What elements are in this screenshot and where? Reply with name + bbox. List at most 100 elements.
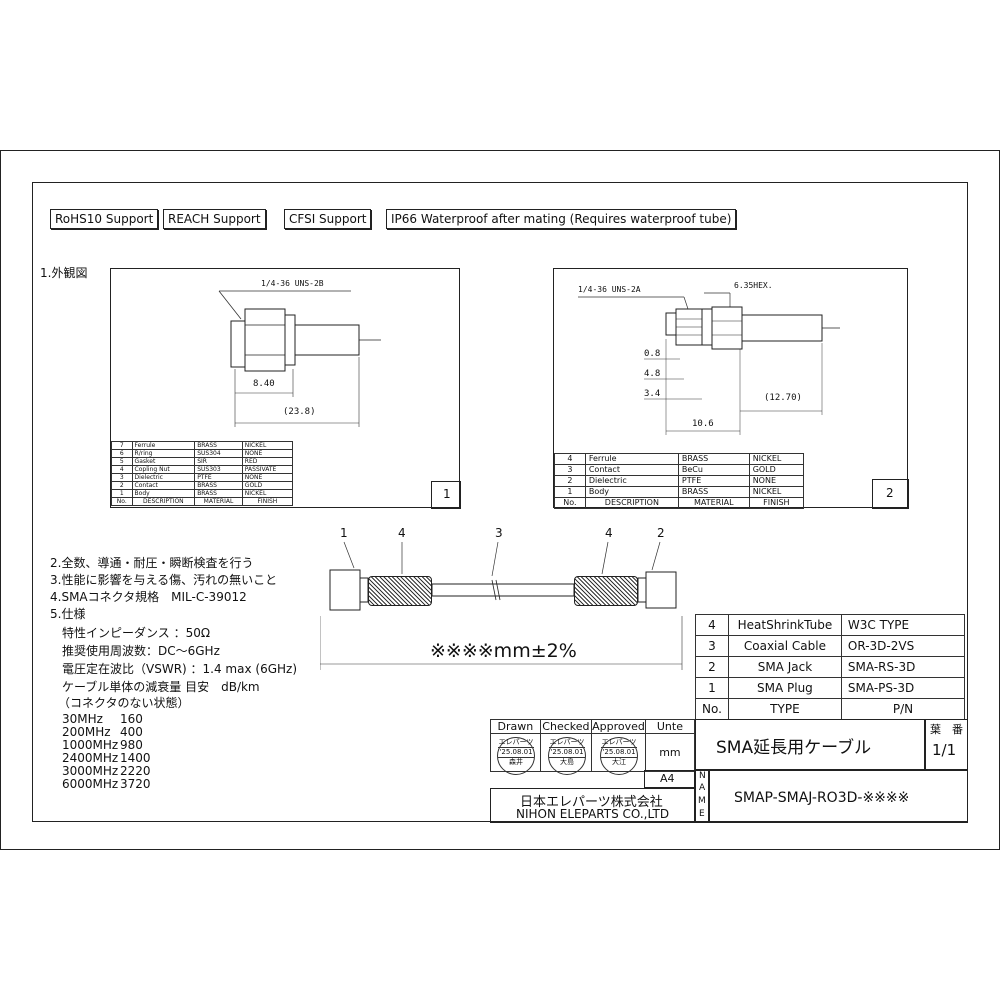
- jack-material-cell: NONE: [241, 473, 294, 482]
- name-letter-n: N: [699, 771, 706, 781]
- plug-material-cell: GOLD: [748, 464, 805, 476]
- title-box: [695, 719, 925, 770]
- plug-material-cell: NICKEL: [748, 486, 805, 498]
- plug-material-cell: 2: [554, 475, 586, 487]
- plug-material-cell: NONE: [748, 475, 805, 487]
- callout-4-left: 4: [398, 526, 406, 540]
- plug-material-cell: No.: [554, 497, 586, 509]
- title-block: Drawn Checked Approved Unte mm エレパーツ'25.…: [490, 719, 968, 823]
- plug-thread-label: 1/4-36 UNS-2A: [578, 285, 641, 294]
- jack-material-cell: BRASS: [194, 489, 243, 498]
- drawing-title: SMA延長用ケーブル: [716, 738, 872, 758]
- bom-cell: OR-3D-2VS: [840, 635, 966, 657]
- plug-dim-10-6: 10.6: [692, 419, 714, 429]
- jack-material-cell: NONE: [241, 449, 294, 458]
- jack-material-cell: Ferrule: [131, 441, 196, 450]
- jack-thread-label: 1/4-36 UNS-2B: [261, 279, 324, 288]
- jack-material-cell: Copling Nut: [131, 465, 196, 474]
- cfsi-badge: CFSI Support: [284, 209, 372, 229]
- paper-size: A4: [660, 772, 675, 785]
- plug-material-cell: 1: [554, 486, 586, 498]
- heatshrink-tube-left: [368, 576, 432, 606]
- unit-label: Unte: [644, 719, 696, 734]
- jack-material-cell: Contact: [131, 481, 196, 490]
- jack-material-cell: SIR: [194, 457, 243, 466]
- jack-material-cell: 2: [111, 481, 133, 490]
- ip66-badge: IP66 Waterproof after mating (Requires w…: [386, 209, 737, 229]
- jack-material-cell: 1: [111, 489, 133, 498]
- part-number-box: [709, 770, 968, 823]
- jack-material-cell: PASSIVATE: [241, 465, 294, 474]
- spec-vswr: 電圧定在波比（VSWR) ：1.4 max (6GHz): [62, 662, 298, 676]
- jack-material-cell: SUS303: [194, 465, 243, 474]
- jack-material-cell: NICKEL: [241, 441, 294, 450]
- assembly-lines: [320, 541, 683, 670]
- part-number: SMAP-SMAJ-RO3D-※※※※: [734, 790, 910, 806]
- bom-cell: W3C TYPE: [840, 614, 966, 636]
- spec-line-4: 4.SMAコネクタ規格 MIL-C-39012: [50, 590, 247, 604]
- company-box: [490, 788, 695, 823]
- name-letter-e: E: [699, 809, 705, 819]
- view-1-number: 1: [443, 487, 451, 501]
- attenuation-frequency: 1000MHz: [62, 738, 119, 752]
- plug-material-cell: Dielectric: [584, 475, 679, 487]
- sheet-box: [925, 719, 968, 770]
- plug-material-cell: PTFE: [677, 475, 750, 487]
- unit-value: mm: [644, 733, 696, 772]
- sheet-number: 1/1: [932, 741, 957, 759]
- plug-material-cell: Ferrule: [584, 453, 679, 465]
- spec-attenuation-note: （コネクタのない状態）: [58, 696, 190, 710]
- name-letter-a: A: [699, 783, 706, 793]
- plug-material-cell: Body: [584, 486, 679, 498]
- jack-material-cell: Dielectric: [131, 473, 196, 482]
- plug-drawing: [578, 292, 840, 435]
- cable-length-label: ※※※※mm±2%: [430, 640, 577, 662]
- jack-material-cell: 4: [111, 465, 133, 474]
- attenuation-value: 980: [120, 738, 143, 752]
- jack-material-cell: 6: [111, 449, 133, 458]
- jack-material-cell: BRASS: [194, 441, 243, 450]
- attenuation-value: 400: [120, 725, 143, 739]
- bom-cell: SMA-RS-3D: [840, 656, 966, 678]
- sheet-label: 葉 番: [930, 723, 963, 736]
- jack-material-cell: No.: [111, 497, 133, 506]
- plug-material-cell: DESCRIPTION: [584, 497, 679, 509]
- jack-material-cell: 3: [111, 473, 133, 482]
- attenuation-value: 3720: [120, 777, 151, 791]
- bom-cell: HeatShrinkTube: [727, 614, 842, 636]
- callout-2: 2: [657, 526, 665, 540]
- company-name-jp: 日本エレパーツ株式会社: [520, 795, 663, 810]
- heatshrink-tube-right: [574, 576, 638, 606]
- jack-dim-23-8: (23.8): [283, 407, 316, 417]
- bom-cell: 3: [695, 635, 729, 657]
- spec-line-3: 3.性能に影響を与える傷、汚れの無いこと: [50, 573, 278, 587]
- jack-material-cell: NICKEL: [241, 489, 294, 498]
- drawn-label: Drawn: [490, 719, 541, 734]
- bom-cell: P/N: [840, 698, 966, 720]
- spec-attenuation-title: ケーブル単体の減衰量 目安 dB/km: [62, 680, 260, 694]
- bom-cell: 1: [695, 677, 729, 699]
- jack-material-cell: R/ring: [131, 449, 196, 458]
- jack-material-cell: 5: [111, 457, 133, 466]
